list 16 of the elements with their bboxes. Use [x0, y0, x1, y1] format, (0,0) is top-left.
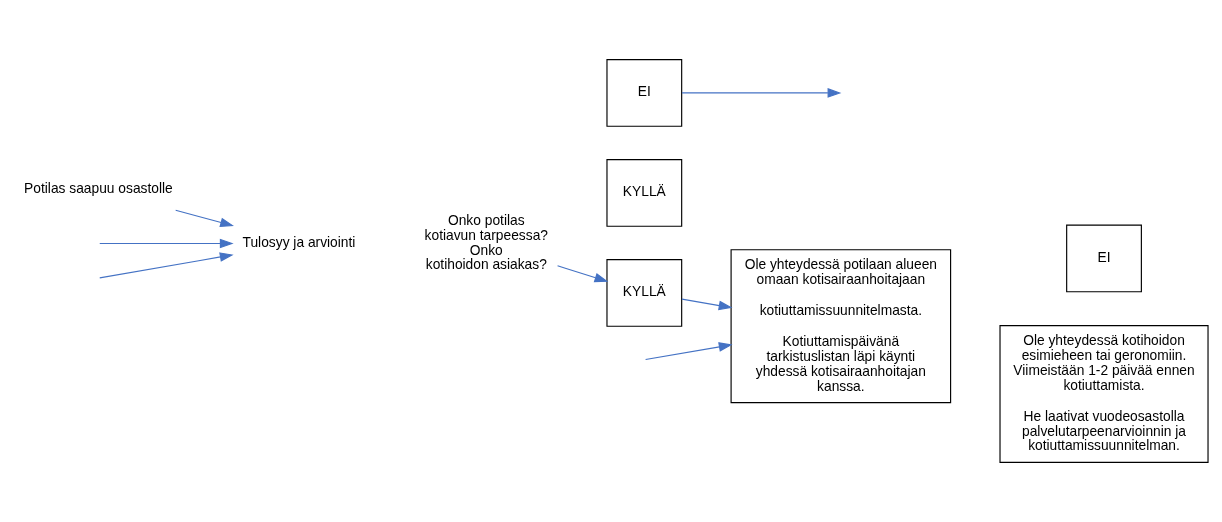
arrow [557, 265, 609, 283]
node-box: EI [1066, 224, 1142, 293]
node-box: KYLLÄ [606, 159, 683, 227]
node-box: Ole yhteydessä kotihoidon esimieheen tai geronomiin. Viimeistään 1-2 päivää ennen kotiuttamista. He laativat vuodeosastolla palvelutarpeenarvioinnin ja kotiuttamissuunnitelman. [999, 325, 1209, 463]
node-text: Potilas saapuu osastolle [24, 181, 173, 197]
arrow [99, 252, 234, 279]
arrow [175, 209, 234, 228]
node-box: KYLLÄ [606, 259, 683, 327]
arrow [681, 298, 733, 311]
arrow [645, 342, 733, 361]
node-text: Tulosyy ja arviointi [242, 235, 356, 251]
arrow [99, 238, 234, 249]
node-text: Onko potilas kotiavun tarpeessa? Onko kotihoidon asiakas? [424, 212, 548, 273]
node-box: Ole yhteydessä potilaan alueen omaan kotisairaanhoitajaan kotiuttamissuunnitelmasta. Kotiuttamispäivänä tarkistuslistan läpi käynti yhdessä kotisairaanhoitajan kanssa. [730, 249, 952, 404]
node-box: EI [606, 59, 683, 127]
arrow [681, 88, 842, 98]
